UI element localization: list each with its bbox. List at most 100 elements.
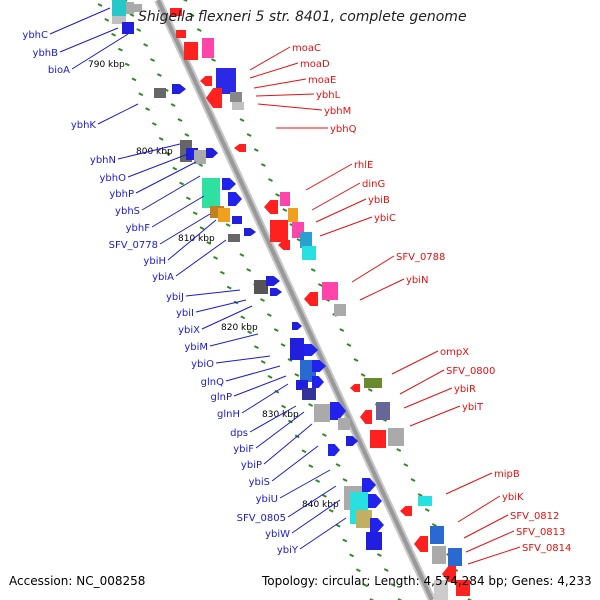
middle-tick-marker [294,373,300,377]
right-gene-label: ybiB [368,195,390,206]
inner-tick-marker [206,241,212,245]
gene-arrow-forward [368,494,382,508]
inner-tick-marker [97,3,103,7]
outer-tick-marker [317,283,323,287]
right-label-leader [315,198,367,223]
outer-tick-marker [410,478,416,482]
gene-arrow-forward [346,436,358,446]
outer-tick-marker [253,148,259,152]
outer-tick-marker [431,523,437,527]
gene-block [228,234,240,242]
left-gene-label: ybhS [115,206,140,217]
middle-tick-marker [198,163,204,167]
inner-tick-marker [247,330,253,335]
gene-block [184,42,198,60]
inner-tick-marker [219,270,225,275]
gene-block [370,430,386,448]
right-gene-label: ybiT [462,402,484,413]
gene-block [194,150,206,164]
right-label-leader [467,546,521,565]
inner-tick-marker [124,62,130,67]
outer-tick-marker [211,58,216,62]
middle-tick-marker [390,583,396,587]
right-label-leader [465,530,515,553]
gene-block [334,304,346,316]
middle-tick-marker [397,598,403,600]
left-label-leader [263,423,313,465]
outer-tick-marker [339,328,345,332]
gene-arrow-forward [304,344,318,356]
left-label-leader [159,213,211,245]
gene-block [448,548,462,566]
left-gene-label: ybiX [178,325,200,336]
left-gene-label: ybiS [249,477,270,488]
inner-tick-marker [335,523,341,528]
right-gene-label: ybhM [324,106,351,117]
inner-tick-marker [349,553,355,558]
gene-arrow-reverse [234,144,246,152]
outer-tick-marker [360,373,366,377]
gene-arrow-forward [222,178,236,190]
gene-arrow-reverse [304,292,318,306]
left-label-leader [291,499,341,534]
right-label-leader [457,495,501,523]
right-gene-label: ybiR [454,384,476,395]
right-label-leader [359,278,405,301]
kbp-tick-label: 810 kbp [178,234,215,244]
right-label-leader [249,62,299,79]
left-gene-label: ybiM [184,342,208,353]
gene-arrow-reverse [400,506,412,516]
left-gene-label: ybiJ [166,292,184,303]
middle-tick-marker [342,478,348,482]
gene-block [456,580,470,596]
outer-tick-marker [260,163,266,167]
middle-tick-marker [184,133,190,137]
inner-tick-marker [165,151,171,156]
left-gene-label: ybhC [22,30,48,41]
gene-block [296,380,308,390]
middle-tick-marker [266,313,272,317]
left-label-leader [127,153,189,178]
left-label-leader [209,333,259,347]
gene-block [202,178,220,208]
left-gene-label: glnQ [201,377,224,388]
middle-tick-marker [376,553,382,557]
right-label-leader [351,255,395,283]
left-label-leader [225,365,281,382]
genome-graphics [97,0,473,600]
left-gene-label: ybhF [126,223,151,234]
gene-block [432,546,446,564]
inner-tick-marker [117,47,123,52]
gene-arrow-forward [362,478,376,492]
outer-tick-marker [396,448,402,452]
middle-tick-marker [273,328,279,332]
right-gene-label: mipB [494,469,520,480]
gene-arrow-reverse [414,536,428,552]
gene-arrow-reverse [350,384,360,392]
gene-block [430,526,444,544]
inner-tick-marker [111,32,117,37]
left-gene-label: ybiW [265,529,290,540]
left-gene-label: dps [230,428,248,439]
middle-tick-marker [122,0,128,2]
accession-label: Accession: NC_008258 [9,574,146,588]
left-gene-label: ybiI [176,308,194,319]
gene-arrow-forward [172,84,186,94]
middle-tick-marker [170,103,176,107]
gene-arrow-reverse [278,240,290,250]
right-gene-label: SFV_0813 [516,527,565,538]
middle-tick-marker [308,403,314,407]
left-gene-label: glnP [211,392,233,403]
inner-tick-marker [199,226,205,231]
left-label-leader [271,445,319,482]
middle-tick-marker [335,463,341,467]
gene-block [302,246,316,260]
outer-tick-marker [346,343,352,347]
outer-tick-marker [275,193,281,197]
gene-block [216,68,236,94]
outer-tick-marker [268,178,273,182]
left-label-leader [97,103,139,125]
middle-tick-marker [321,433,327,437]
inner-tick-marker [131,77,137,82]
